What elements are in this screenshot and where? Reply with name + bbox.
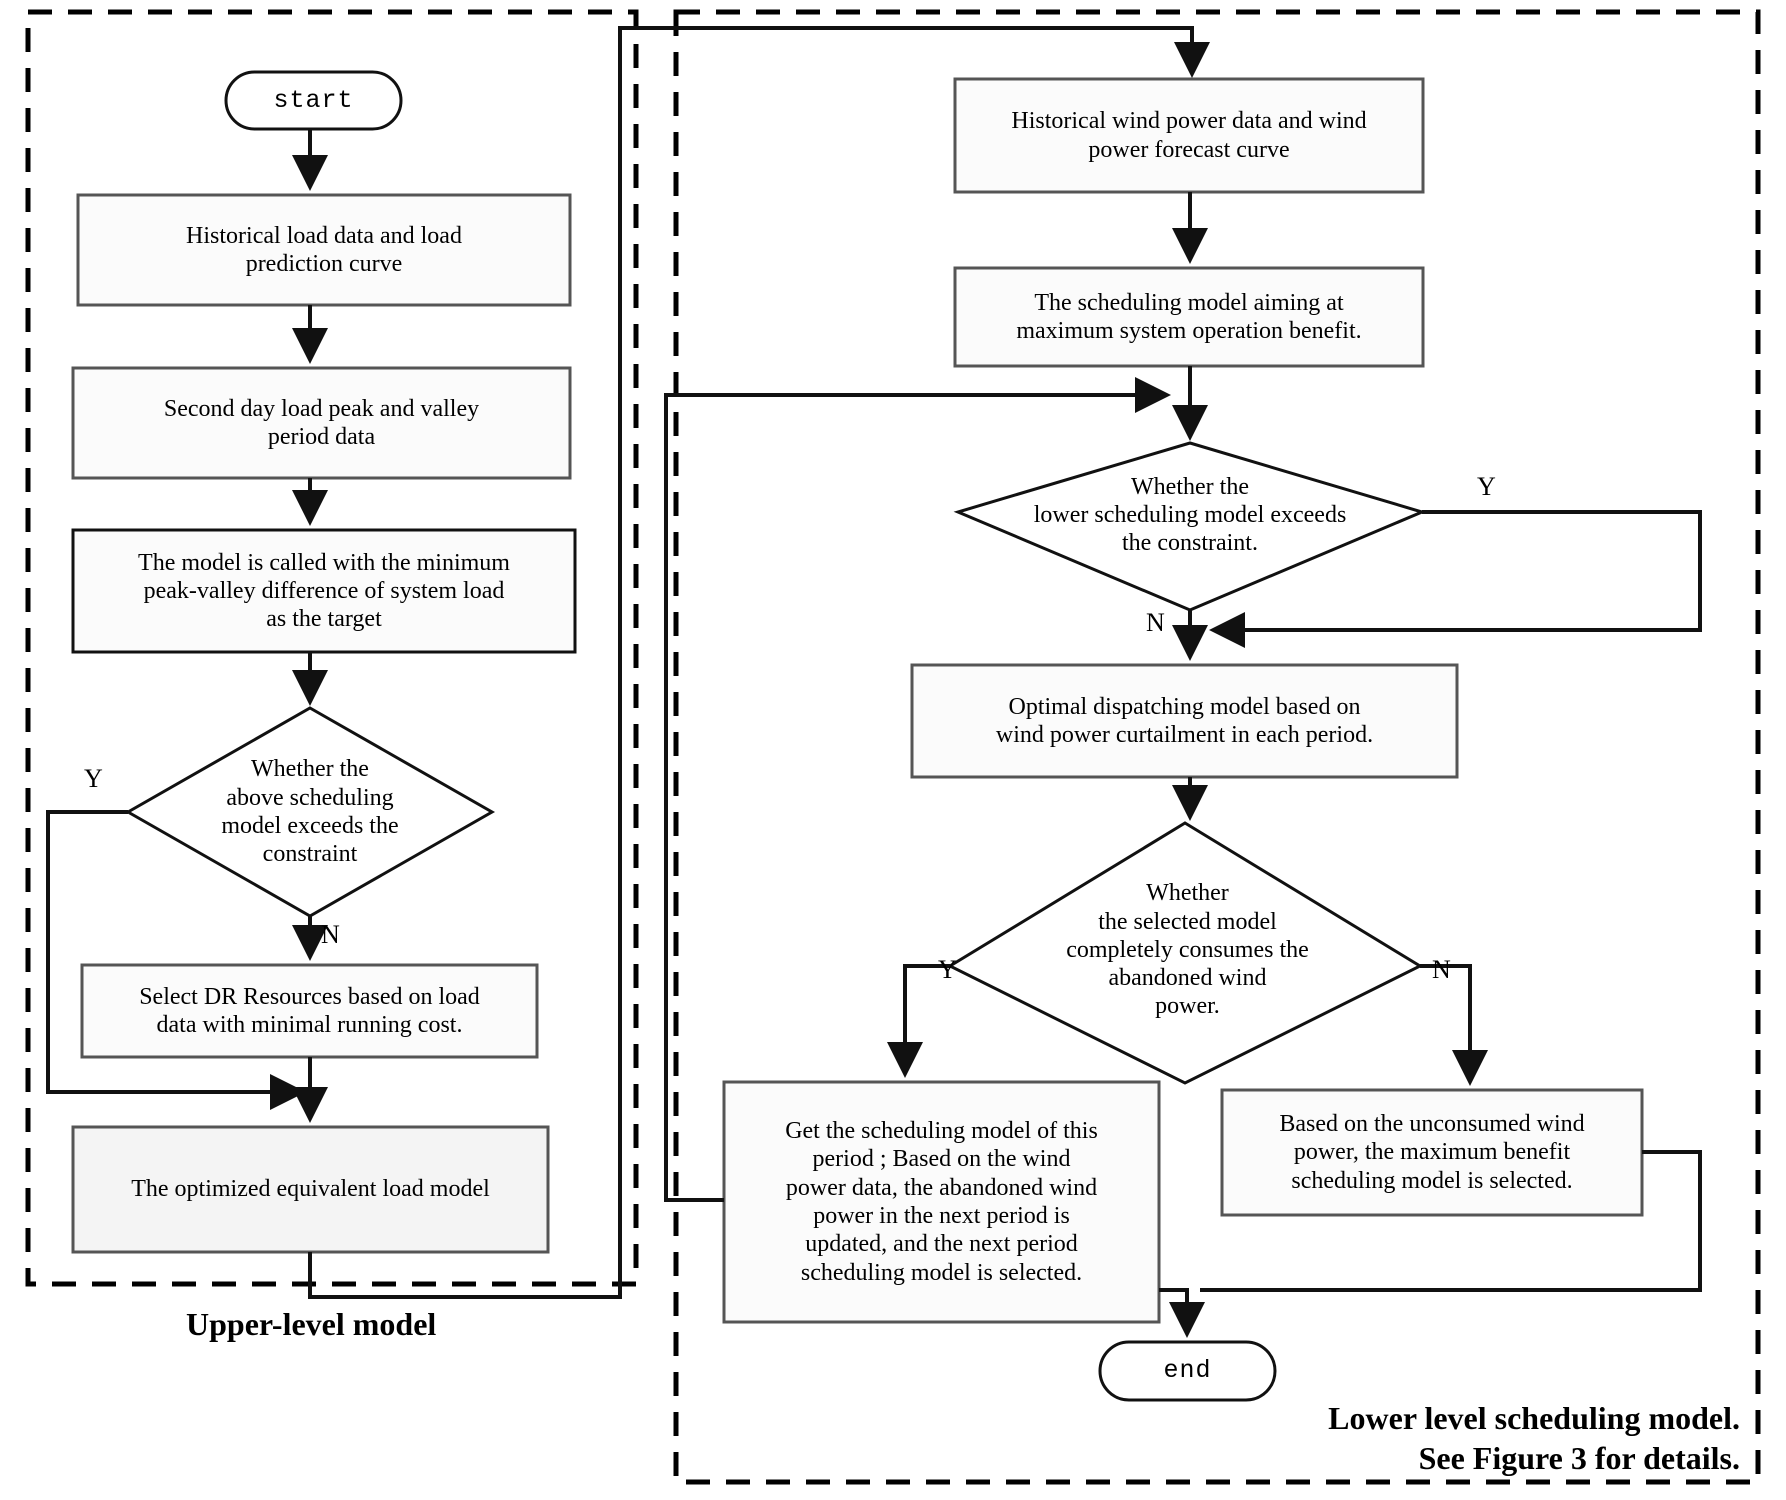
- edge-label-lower-no: N: [1146, 608, 1165, 637]
- node-end-shape: [1098, 1340, 1277, 1402]
- group-label-lower-line1: Lower level scheduling model.: [1328, 1400, 1740, 1436]
- edge-label-consume-no: N: [1432, 955, 1451, 984]
- node-hist-load-shape: [76, 193, 572, 307]
- node-second-day-shape: [71, 366, 572, 480]
- edge-label-upper-yes: Y: [84, 764, 103, 793]
- edge-label-upper-no: N: [321, 920, 340, 949]
- edge-decconsume-no: [1420, 964, 1488, 1086]
- group-label-lower: Lower level scheduling model. See Figure…: [1180, 1398, 1740, 1478]
- node-optimized-load-shape: [71, 1125, 550, 1254]
- group-frame-lower: [673, 9, 1761, 1485]
- node-start-shape: [224, 70, 403, 131]
- edge-unconsumed-loop: [1200, 1150, 1702, 1292]
- node-optimal-dispatch-shape: [910, 663, 1459, 779]
- node-dec-lower-shape: [953, 441, 1427, 612]
- node-unconsumed-shape: [1220, 1088, 1644, 1217]
- edge-getsched-loop-back: [664, 377, 1171, 1202]
- group-label-upper: Upper-level model: [186, 1306, 437, 1342]
- group-label-lower-line2: See Figure 3 for details.: [1418, 1440, 1740, 1476]
- node-dec-consume-shape: [946, 821, 1424, 1085]
- edge-getsched-to-end: [1159, 1288, 1205, 1338]
- node-hist-wind-shape: [953, 77, 1425, 194]
- edge-label-consume-yes: Y: [938, 955, 957, 984]
- edge-optimized-to-lower: [308, 26, 1210, 1299]
- node-sched-benefit-shape: [953, 266, 1425, 368]
- edge-declower-yes-loop: [1209, 510, 1702, 648]
- group-frame-upper: [25, 9, 639, 1287]
- node-min-peak-valley-shape: [71, 528, 577, 654]
- node-get-sched-shape: [722, 1080, 1161, 1324]
- node-select-dr-shape: [80, 963, 539, 1059]
- edge-decconsume-yes: [887, 964, 950, 1078]
- edge-decupper-yes-loop: [46, 810, 306, 1110]
- edge-label-lower-yes: Y: [1477, 472, 1496, 501]
- node-dec-upper-shape: [124, 706, 496, 918]
